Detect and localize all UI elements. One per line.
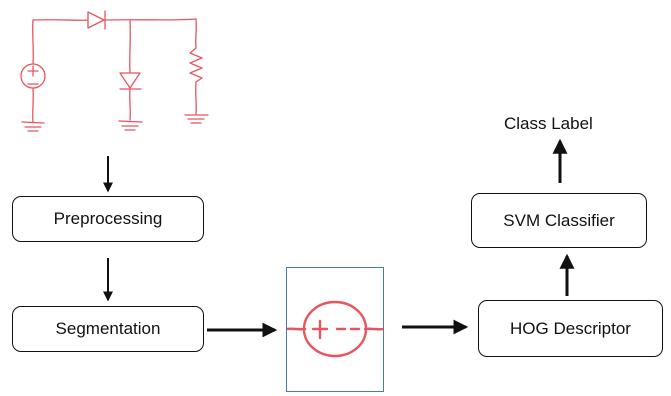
voltage-source-symbol-icon bbox=[285, 300, 385, 358]
hog-descriptor-box: HOG Descriptor bbox=[478, 300, 663, 357]
segmented-component-image bbox=[285, 267, 385, 392]
segmentation-box: Segmentation bbox=[12, 306, 204, 352]
preprocessing-box: Preprocessing bbox=[12, 196, 204, 242]
hog-descriptor-label: HOG Descriptor bbox=[510, 318, 631, 338]
segmentation-label: Segmentation bbox=[55, 319, 161, 338]
preprocessing-label: Preprocessing bbox=[53, 209, 163, 228]
svm-classifier-box: SVM Classifier bbox=[471, 193, 647, 248]
svm-classifier-label: SVM Classifier bbox=[503, 210, 615, 230]
class-label-output: Class Label bbox=[504, 114, 593, 133]
circuit-sketch-icon bbox=[20, 10, 209, 132]
